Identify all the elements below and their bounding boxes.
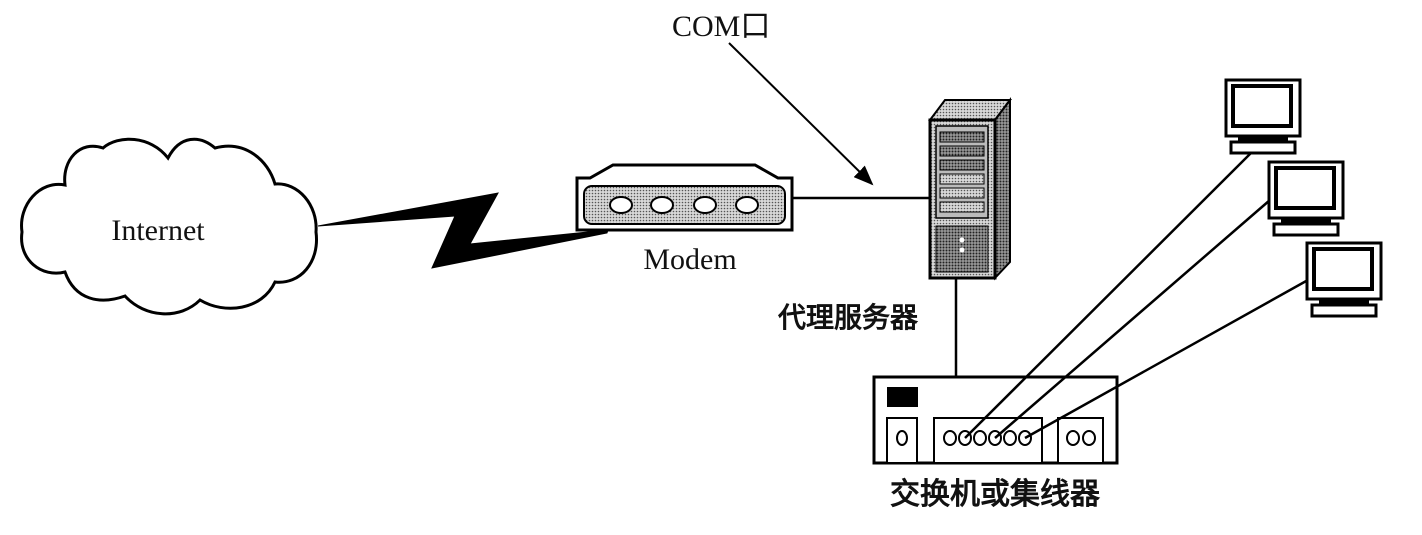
com-port-label: COM口 [672,10,770,43]
switch-hub-icon [872,375,1119,465]
client-computer-1 [1224,78,1302,155]
switch-node: 交换机或集线器 [872,375,1119,512]
switch-port [943,430,957,446]
internet-label: Internet [111,214,205,247]
proxy-server-label: 代理服务器 [777,301,919,334]
switch-port [1003,430,1017,446]
internet-node: Internet [20,137,318,316]
proxy-server-node: 代理服务器 [777,97,1012,334]
server-tower-icon [928,97,1012,281]
switch-port [973,430,987,446]
computer-icon [1305,241,1383,318]
switch-label: 交换机或集线器 [890,477,1101,512]
modem-label: Modem [643,243,736,276]
wireless-link-lightning [317,192,609,269]
modem-node: Modem [575,163,794,276]
link-switch-client-1 [964,147,1257,439]
com-port-arrow [728,42,874,186]
computer-icon [1224,78,1302,155]
modem-icon [575,163,794,232]
cloud-icon [20,137,318,316]
link-switch-client-2 [994,199,1271,439]
switch-indicator [887,387,918,407]
client-computer-2 [1267,160,1345,237]
link-switch-client-3 [1024,278,1309,440]
computer-icon [1267,160,1345,237]
client-computer-3 [1305,241,1383,318]
